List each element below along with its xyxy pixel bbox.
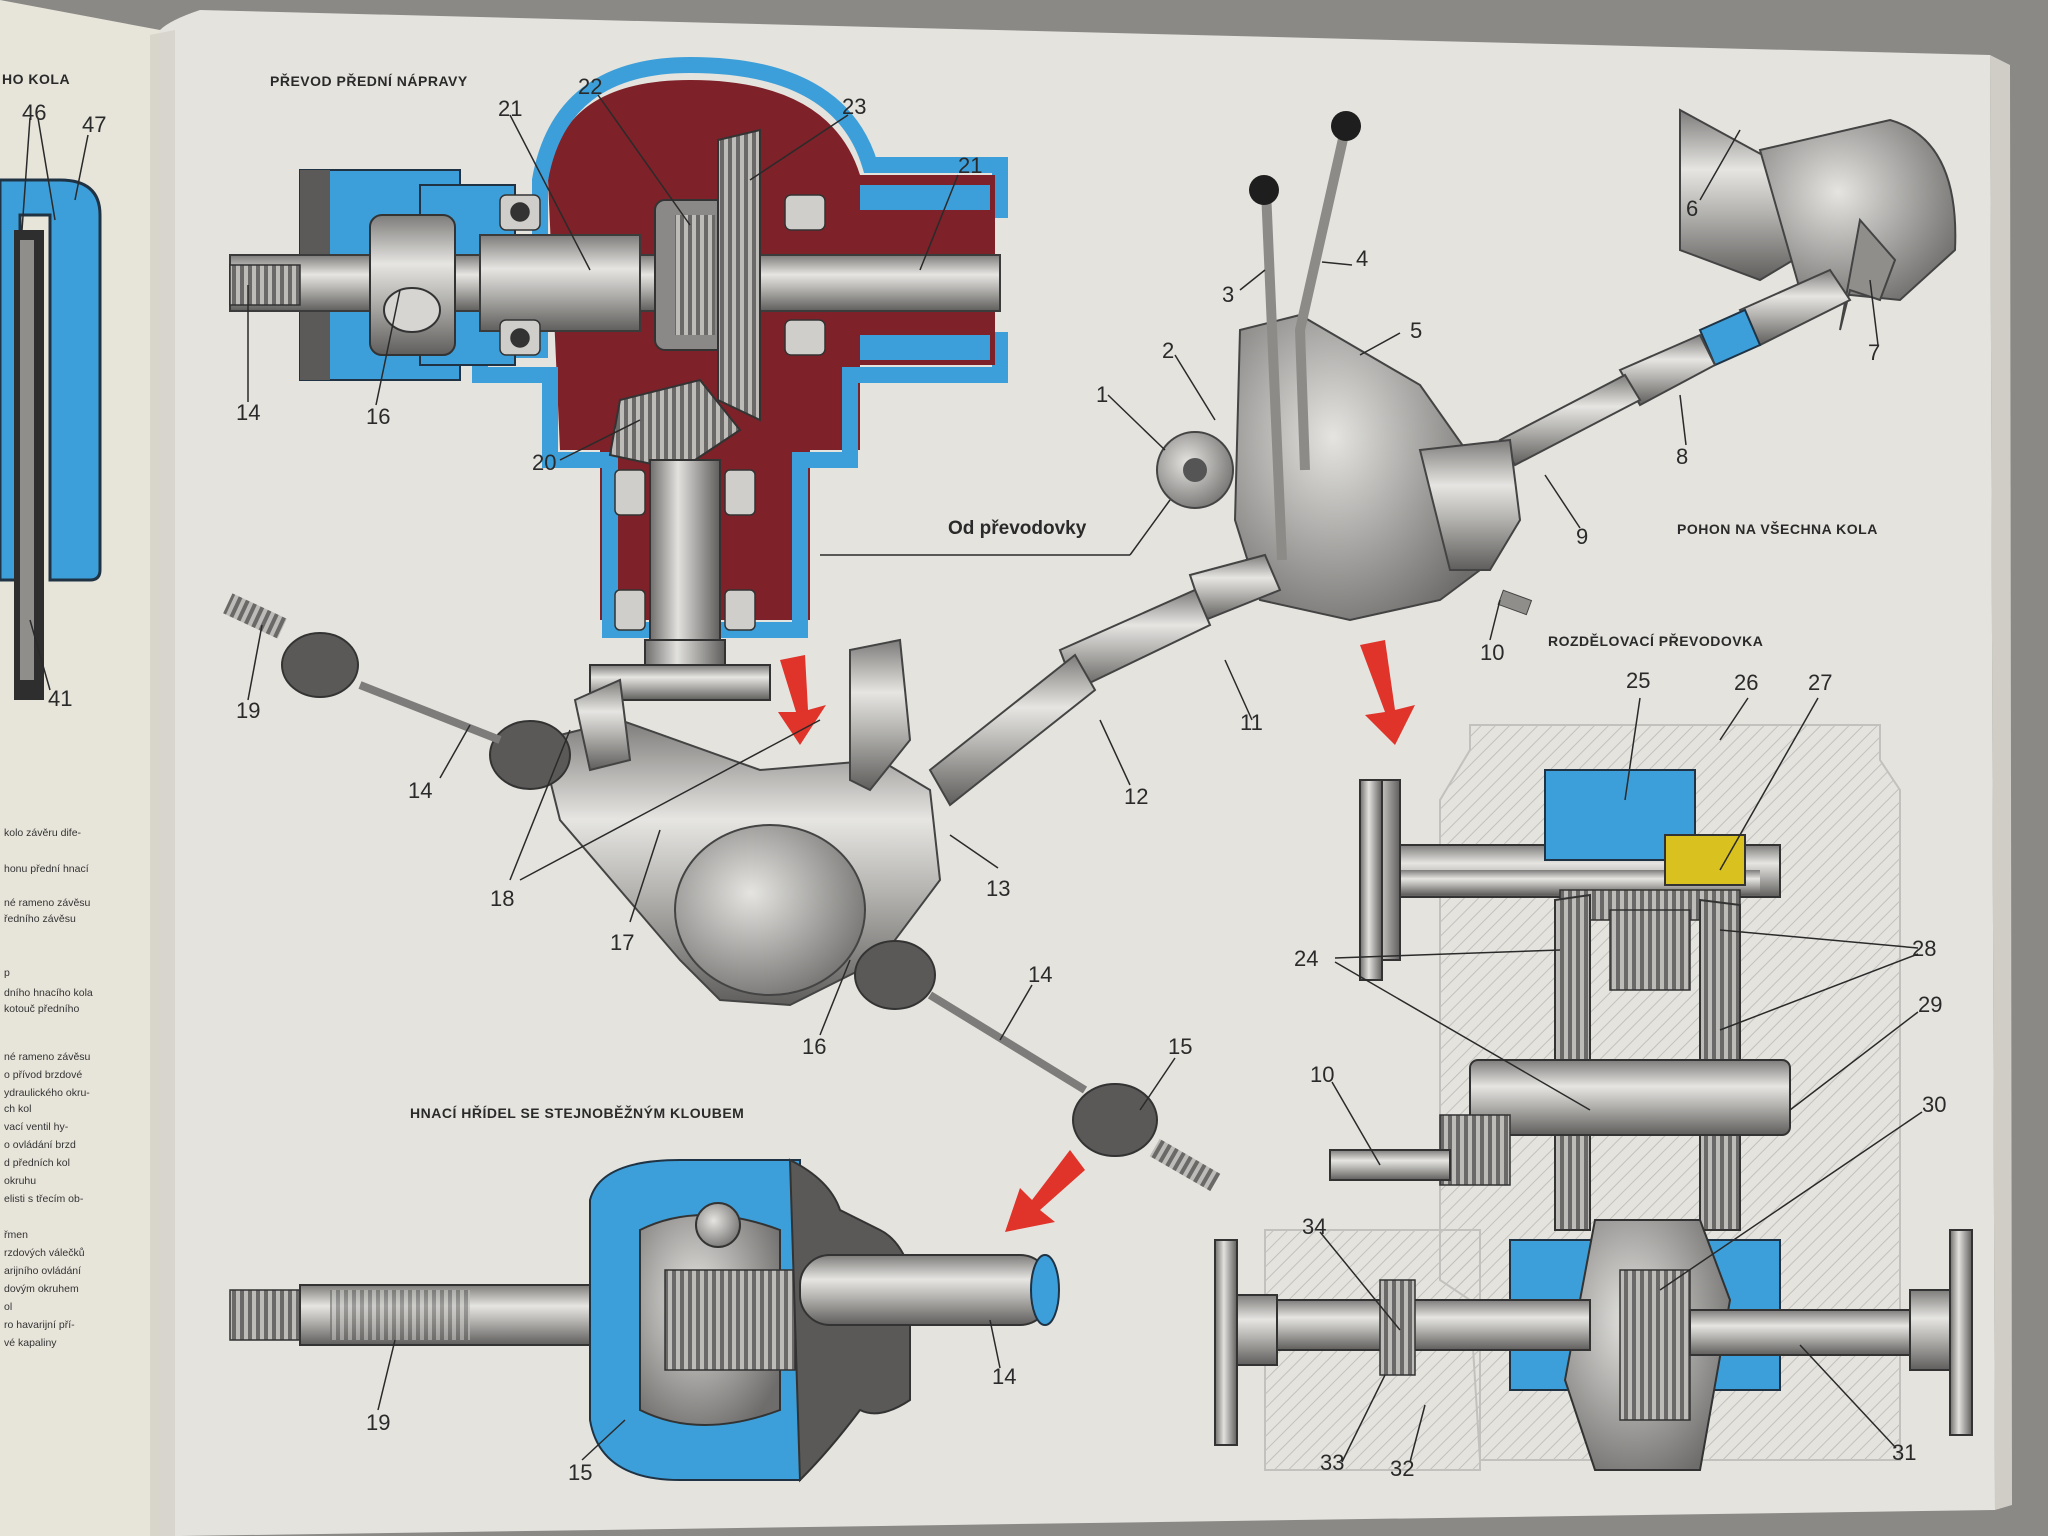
front-axle-drive-caption: PŘEVOD PŘEDNÍ NÁPRAVY xyxy=(270,73,468,89)
callout-13: 13 xyxy=(986,876,1011,901)
callout-19: 19 xyxy=(366,1410,391,1435)
callout-32: 32 xyxy=(1390,1456,1415,1481)
left-margin-line: arijního ovládání xyxy=(4,1265,82,1277)
left-margin-line: ro havarijní pří- xyxy=(4,1319,75,1331)
callout-1: 1 xyxy=(1096,382,1109,407)
left-margin-line: dního hnacího kola xyxy=(4,987,93,999)
callout-41: 41 xyxy=(48,686,73,711)
left-margin-line: ol xyxy=(4,1301,13,1313)
callout-16: 16 xyxy=(366,404,391,429)
left-margin-line: ydraulického okru- xyxy=(4,1087,90,1099)
left-margin-line: ch kol xyxy=(4,1103,32,1115)
callout-30: 30 xyxy=(1922,1092,1947,1117)
callout-25: 25 xyxy=(1626,668,1651,693)
callout-6: 6 xyxy=(1686,196,1699,221)
callout-34: 34 xyxy=(1302,1214,1327,1239)
callout-12: 12 xyxy=(1124,784,1149,809)
cv-drive-shaft-caption: HNACÍ HŘÍDEL SE STEJNOBĚŽNÝM KLOUBEM xyxy=(410,1105,745,1121)
callout-10: 10 xyxy=(1480,640,1505,665)
callout-20: 20 xyxy=(532,450,557,475)
left-margin-line: kotouč předního xyxy=(4,1003,80,1015)
callout-3: 3 xyxy=(1222,282,1235,307)
left-margin-line: vé kapaliny xyxy=(4,1337,57,1349)
callout-33: 33 xyxy=(1320,1450,1345,1475)
callout-21: 21 xyxy=(498,96,523,121)
left-margin-line: elisti s třecím ob- xyxy=(4,1193,84,1205)
callout-23: 23 xyxy=(842,94,867,119)
callout-19: 19 xyxy=(236,698,261,723)
left-margin-line: né rameno závěsu xyxy=(4,897,91,909)
callout-18: 18 xyxy=(490,886,515,911)
callout-17: 17 xyxy=(610,930,635,955)
callout-15: 15 xyxy=(1168,1034,1193,1059)
left-margin-line: ředního závěsu xyxy=(4,913,76,925)
callout-10: 10 xyxy=(1310,1062,1335,1087)
callout-16: 16 xyxy=(802,1034,827,1059)
transfer-case-caption: ROZDĚLOVACÍ PŘEVODOVKA xyxy=(1548,633,1764,649)
callout-26: 26 xyxy=(1734,670,1759,695)
callout-29: 29 xyxy=(1918,992,1943,1017)
callout-15: 15 xyxy=(568,1460,593,1485)
left-margin-line: né rameno závěsu xyxy=(4,1051,91,1063)
callout-4: 4 xyxy=(1356,246,1369,271)
from-gearbox-caption: Od převodovky xyxy=(948,518,1087,539)
callout-14: 14 xyxy=(236,400,261,425)
callout-14: 14 xyxy=(408,778,433,803)
callout-31: 31 xyxy=(1892,1440,1917,1465)
callout-22: 22 xyxy=(578,74,603,99)
left-margin-line: p xyxy=(4,967,10,979)
left-margin-line: vací ventil hy- xyxy=(4,1121,69,1133)
transfer-case-cutaway xyxy=(1214,697,1973,1471)
left-margin-line: řmen xyxy=(4,1229,28,1241)
callout-5: 5 xyxy=(1410,318,1423,343)
callout-2: 2 xyxy=(1162,338,1175,363)
left-margin-line: rzdových válečků xyxy=(4,1247,85,1259)
callout-14: 14 xyxy=(1028,962,1053,987)
all-wheel-drive-caption: POHON NA VŠECHNA KOLA xyxy=(1677,521,1878,537)
callout-27: 27 xyxy=(1808,670,1833,695)
left-margin-line: o ovládání brzd xyxy=(4,1139,76,1151)
callout-11: 11 xyxy=(1240,710,1263,735)
callout-46: 46 xyxy=(22,100,47,125)
callout-21: 21 xyxy=(958,153,983,178)
callout-7: 7 xyxy=(1868,340,1881,365)
cv-drive-shaft-cutaway xyxy=(229,1158,1060,1483)
callout-9: 9 xyxy=(1576,524,1589,549)
callout-28: 28 xyxy=(1912,936,1937,961)
left-margin-line: honu přední hnací xyxy=(4,863,89,875)
front-axle-drive-cutaway xyxy=(229,56,1008,701)
callout-14: 14 xyxy=(992,1364,1017,1389)
left-margin-line: d předních kol xyxy=(4,1157,70,1169)
all-wheel-drive-overview xyxy=(223,108,1957,1192)
callout-24: 24 xyxy=(1294,946,1319,971)
left-margin-line: dovým okruhem xyxy=(4,1283,79,1295)
left-page-header: HO KOLA xyxy=(2,71,71,87)
callout-47: 47 xyxy=(82,112,107,137)
left-margin-line: o přívod brzdové xyxy=(4,1069,83,1081)
left-page-brake-section xyxy=(0,117,102,700)
left-margin-line: kolo závěru dife- xyxy=(4,827,82,839)
left-margin-line: okruhu xyxy=(4,1175,37,1187)
callout-8: 8 xyxy=(1676,444,1689,469)
